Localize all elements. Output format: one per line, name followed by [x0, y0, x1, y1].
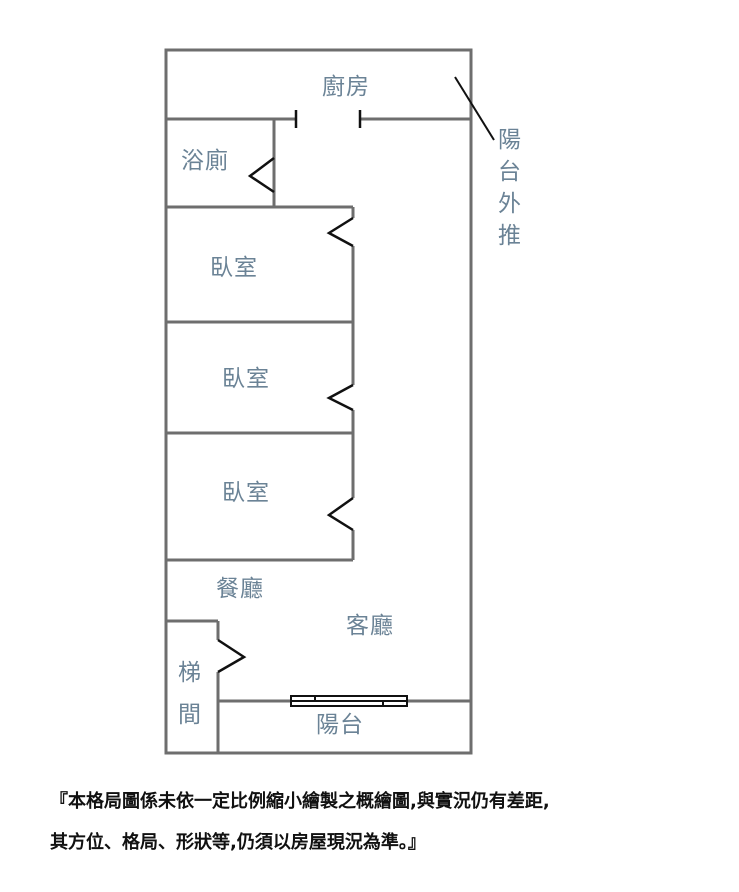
- balcony-note-leader: [454, 76, 495, 141]
- balcony-sliding-door: [290, 695, 408, 707]
- bedroom-1-door: [326, 216, 354, 248]
- bedroom-1-label: 臥室: [210, 255, 258, 281]
- door-symbols: [217, 110, 362, 674]
- bedroom-2-label: 臥室: [222, 366, 270, 392]
- disclaimer-line-1: 『本格局圖係未依一定比例縮小繪製之概繪圖,與實況仍有差距,: [50, 791, 550, 812]
- balcony-label: 陽台: [316, 712, 364, 738]
- bedroom-3-label: 臥室: [222, 480, 270, 506]
- bathroom-label: 浴廁: [181, 148, 229, 174]
- kitchen-label: 廚房: [322, 74, 370, 100]
- bedroom-3-door: [326, 496, 354, 532]
- dining-label: 餐廳: [216, 576, 264, 602]
- building-outline: [164, 48, 473, 755]
- balcony-extension-label: 陽台外推: [498, 127, 522, 249]
- bathroom-door: [247, 157, 275, 194]
- living-room-label: 客廳: [346, 613, 394, 639]
- disclaimer-line-2: 其方位、格局、形狀等,仍須以房屋現況為準。』: [50, 832, 426, 853]
- stairwell-label: 梯間: [178, 660, 202, 728]
- outer-walls: [164, 48, 473, 755]
- interior-walls: [166, 117, 471, 753]
- stairwell-door: [217, 638, 247, 674]
- bedroom-2-door: [326, 383, 354, 412]
